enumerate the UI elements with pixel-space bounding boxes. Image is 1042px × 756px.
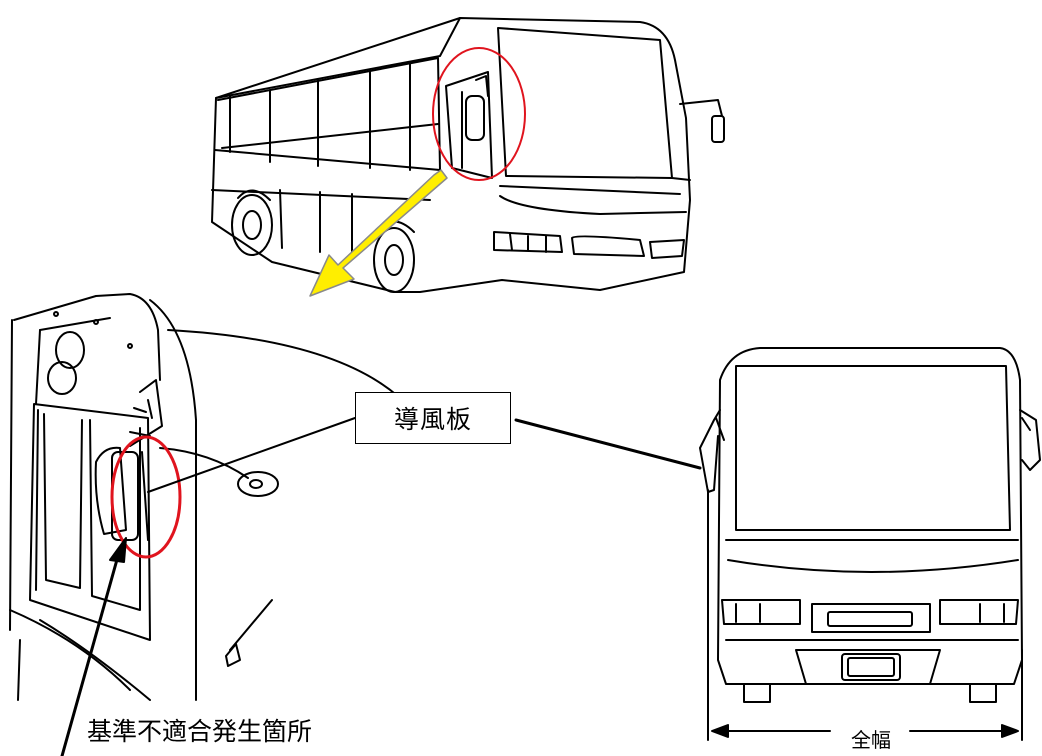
highlight-circle-top — [432, 47, 526, 181]
yellow-direction-arrow — [309, 169, 448, 297]
leader-line-front — [514, 418, 702, 470]
width-dimension-arrow — [711, 724, 1019, 738]
deflector-label-text: 導風板 — [393, 405, 472, 434]
bus-mirror-detail-view — [9, 293, 413, 701]
nonconformity-caption: 基準不適合発生箇所 — [87, 717, 313, 746]
overall-width-label: 全幅 — [835, 724, 907, 753]
highlight-circle-detail — [110, 435, 182, 559]
bus-front-view — [699, 347, 1041, 741]
bus-perspective-view — [211, 17, 725, 293]
leader-line-detail — [147, 417, 356, 493]
caption-arrow — [60, 537, 127, 756]
deflector-label: 導風板 — [355, 392, 511, 444]
